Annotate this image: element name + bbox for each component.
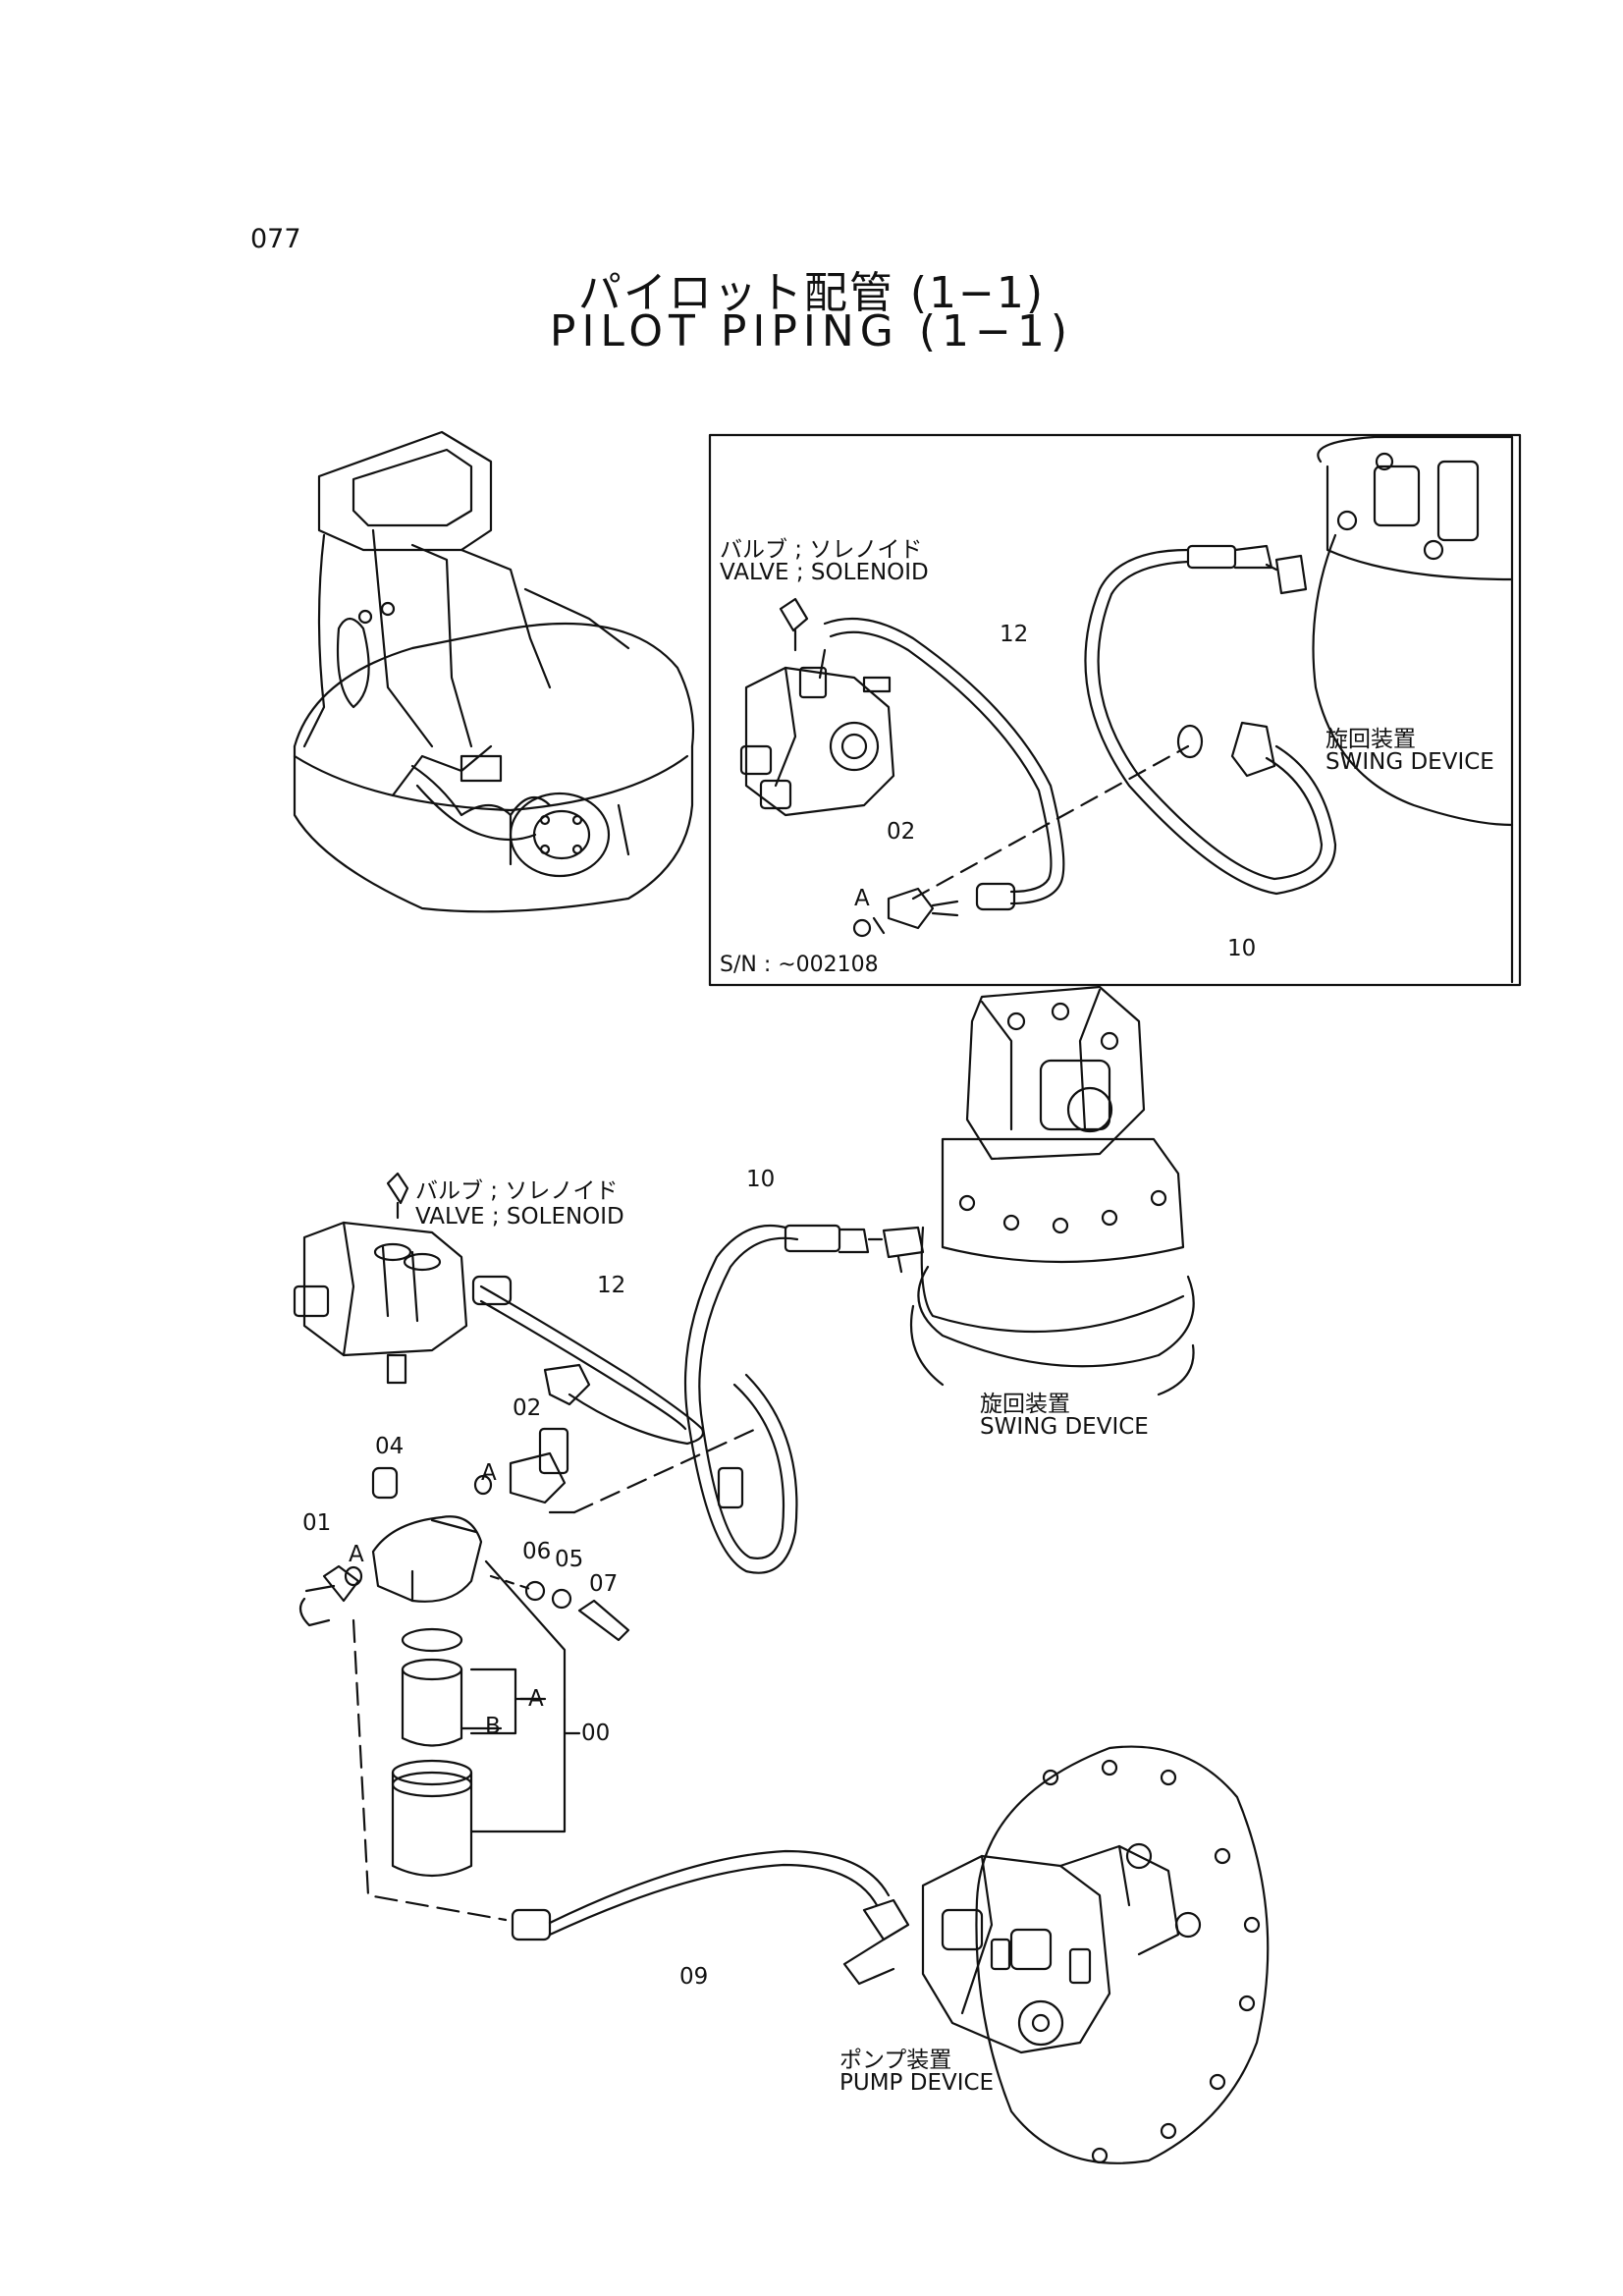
callout-00: 00 (581, 1721, 611, 1746)
callout-09: 09 (679, 1964, 709, 1990)
page-number: 077 (250, 224, 301, 254)
callout-04: 04 (375, 1434, 405, 1459)
inset-callout-02: 02 (887, 819, 916, 845)
inset-callout-a: A (854, 886, 870, 911)
callout-05: 05 (555, 1547, 584, 1572)
inset-illustration (739, 435, 1514, 984)
callout-06: 06 (522, 1539, 552, 1564)
callout-07: 07 (589, 1571, 619, 1597)
bracket-b-label: B (485, 1714, 501, 1739)
callout-01: 01 (302, 1510, 332, 1536)
inset-valve-label-en: VALVE ; SOLENOID (720, 560, 929, 585)
inset-callout-10: 10 (1227, 936, 1257, 961)
serial-number-note: S/N : ~002108 (720, 953, 879, 977)
pump-label-jp: ポンプ装置 (839, 2048, 952, 2073)
valve-label-jp: バルブ ; ソレノイド (415, 1178, 619, 1204)
hose-12-line (471, 1275, 705, 1446)
page-title-japanese: パイロット配管 (1−1) (577, 268, 1046, 318)
page-title-english: PILOT PIPING (1−1) (549, 306, 1074, 356)
pump-label-en: PUMP DEVICE (839, 2070, 995, 2096)
inset-swing-label-en: SWING DEVICE (1325, 749, 1494, 775)
swing-label-jp: 旋回装置 (980, 1392, 1070, 1417)
inset-frame (708, 433, 1522, 987)
fitting-02-illustration (473, 1427, 758, 1514)
valve-label-en: VALVE ; SOLENOID (415, 1204, 624, 1230)
swing-device-illustration (867, 985, 1195, 1396)
swing-label-en: SWING DEVICE (980, 1414, 1149, 1440)
bracket-a-label: A (528, 1686, 544, 1712)
inset-swing-label-jp: 旋回装置 (1325, 727, 1416, 752)
callout-port-a-upper: A (481, 1460, 497, 1486)
inset-callout-12: 12 (1000, 622, 1029, 647)
inset-valve-label-jp: バルブ ; ソレノイド (720, 537, 923, 563)
filter-assembly-illustration (298, 1466, 630, 1922)
callout-12: 12 (597, 1273, 626, 1298)
hose-10-line (683, 1224, 870, 1574)
callout-10: 10 (746, 1167, 776, 1192)
callout-02: 02 (513, 1395, 542, 1421)
hose-09-line (511, 1849, 910, 1986)
machine-overview-illustration (293, 430, 695, 913)
pump-device-illustration (921, 1745, 1270, 2164)
callout-port-a-lower: A (349, 1542, 364, 1567)
solenoid-valve-illustration (293, 1172, 468, 1385)
